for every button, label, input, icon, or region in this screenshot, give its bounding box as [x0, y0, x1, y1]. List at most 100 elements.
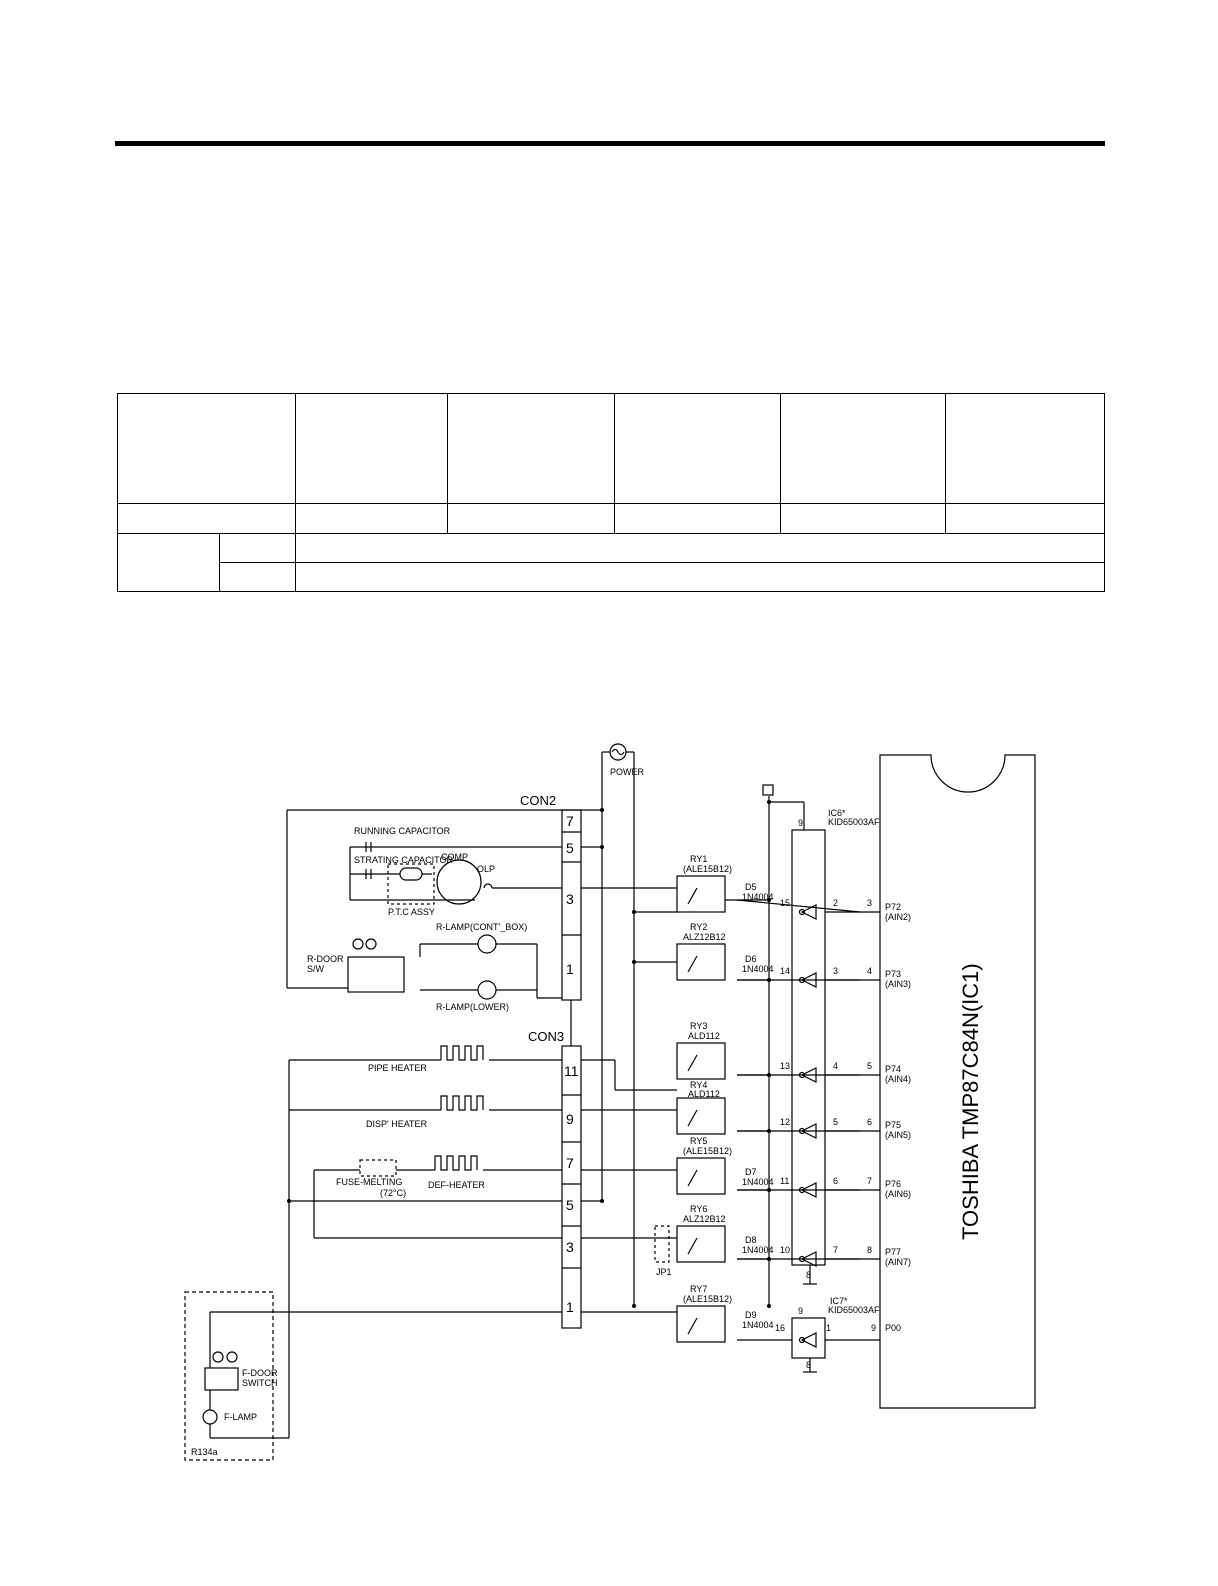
ic-in-pin: 14 — [780, 966, 790, 976]
spec-table-row — [117, 533, 1105, 592]
spec-table-row — [117, 503, 1105, 534]
con2-pin: 5 — [566, 840, 574, 856]
ic-in-pin: 11 — [780, 1176, 789, 1186]
con3-pin: 5 — [566, 1197, 574, 1213]
jp1-label: JP1 — [656, 1267, 672, 1277]
ic-out-pin: 7 — [833, 1245, 838, 1255]
spec-cell — [295, 503, 448, 534]
con3-pin: 11 — [564, 1063, 579, 1079]
port-label: P77 — [885, 1247, 901, 1257]
port-sub-label: (AIN7) — [885, 1257, 911, 1267]
port-label: P72 — [885, 902, 901, 912]
relay-part: ALD112 — [688, 1089, 720, 1099]
diode-part: 1N4004 — [742, 1177, 774, 1187]
mcu-pin: 7 — [867, 1176, 872, 1186]
disp-heater-coil — [440, 1095, 484, 1111]
ic-in-pin: 12 — [780, 1117, 790, 1127]
relay-part: ALZ12B12 — [683, 932, 726, 942]
ic7-body — [791, 1317, 826, 1359]
relay-part: ALD112 — [688, 1031, 720, 1041]
diode-name: D7 — [745, 1167, 757, 1177]
diode-name: D9 — [745, 1310, 757, 1320]
def-heater-label: DEF-HEATER — [428, 1180, 485, 1190]
port-sub-label: (AIN5) — [885, 1130, 911, 1140]
relay-rows — [581, 875, 880, 1348]
r-door-sw-label: S/W — [307, 964, 325, 974]
ic-out-pin: 5 — [833, 1117, 838, 1127]
f-door-box — [184, 1291, 274, 1461]
con3-pin: 9 — [566, 1111, 574, 1127]
ic7-part: KID65003AF — [828, 1305, 880, 1315]
relay-name: RY6 — [690, 1204, 707, 1214]
r-door-switch — [347, 956, 405, 993]
r-lamp-cont-box-label: R-LAMP(CONT'_BOX) — [436, 922, 527, 932]
disp-heater-label: DISP' HEATER — [366, 1119, 428, 1129]
spec-cell — [117, 503, 296, 534]
power-label: POWER — [610, 767, 645, 777]
f-lamp-label: F-LAMP — [224, 1412, 257, 1422]
ic6-body — [791, 829, 826, 1266]
relay-name: RY4 — [690, 1080, 707, 1090]
con3-pin: 3 — [566, 1239, 574, 1255]
mcu-pin: 5 — [867, 1061, 872, 1071]
ic6-pin-top: 9 — [798, 818, 803, 828]
r-door-label: R-DOOR — [307, 954, 344, 964]
spec-header-cell — [447, 393, 615, 504]
port-label: P74 — [885, 1064, 901, 1074]
spec-value-cell — [295, 562, 1105, 592]
ic-out-pin: 2 — [833, 898, 838, 908]
con3-pin: 1 — [566, 1299, 574, 1315]
ic7-pin-bottom: 8 — [806, 1360, 811, 1370]
strating-capacitor-label: STRATING CAPACITOR — [354, 855, 454, 865]
con3-block — [561, 1045, 582, 1329]
spec-header-cell — [117, 393, 296, 504]
ic7-pin-top: 9 — [798, 1306, 803, 1316]
relay-part: (ALE15B12) — [683, 1294, 732, 1304]
r-lamp-lower-label: R-LAMP(LOWER) — [436, 1002, 509, 1012]
spec-cell — [945, 503, 1105, 534]
diode-name: D6 — [745, 954, 757, 964]
f-lamp — [202, 1409, 218, 1425]
spec-cell — [780, 503, 946, 534]
spec-table — [117, 393, 1105, 592]
spec-cell — [447, 503, 615, 534]
ic-out-pin: 6 — [833, 1176, 838, 1186]
compressor — [436, 859, 482, 905]
relay-name: RY1 — [690, 854, 707, 864]
ic-in-pin: 16 — [775, 1323, 785, 1333]
mcu-pin: 4 — [867, 966, 872, 976]
spec-header-cell — [780, 393, 946, 504]
port-sub-label: (AIN4) — [885, 1074, 911, 1084]
mcu-pin: 3 — [867, 898, 872, 908]
pipe-heater-coil — [440, 1045, 484, 1061]
port-label: P73 — [885, 969, 901, 979]
ic-out-pin: 3 — [833, 966, 838, 976]
comp-label: COMP — [441, 852, 468, 862]
con2-pin: 1 — [566, 961, 574, 977]
mcu-pin: 8 — [867, 1245, 872, 1255]
diode-part: 1N4004 — [742, 892, 774, 902]
def-heater-coil — [434, 1155, 478, 1171]
diode-name: D8 — [745, 1235, 757, 1245]
spec-table-row — [118, 562, 1105, 592]
ic6-pin-bottom: 8 — [806, 1270, 811, 1280]
mcu-pin: 6 — [867, 1117, 872, 1127]
relay-part: (ALE15B12) — [683, 1146, 732, 1156]
spec-group-cell — [117, 533, 220, 592]
f-door-switch-label: SWITCH — [242, 1378, 278, 1388]
mcu-body — [879, 754, 1036, 1409]
ic7-name: IC7* — [830, 1296, 848, 1306]
vcc-terminal — [762, 784, 774, 796]
port-label: P00 — [885, 1323, 901, 1333]
relay-name: RY5 — [690, 1136, 707, 1146]
con2-pin: 7 — [566, 813, 574, 829]
ptc-assy-label: P.T.C ASSY — [388, 907, 435, 917]
olp-label: OLP — [477, 864, 495, 874]
running-capacitor-label: RUNNING CAPACITOR — [354, 826, 451, 836]
ic-out-pin: 1 — [826, 1323, 831, 1333]
ic-out-pin: 4 — [833, 1061, 838, 1071]
port-label: P75 — [885, 1120, 901, 1130]
port-sub-label: (AIN6) — [885, 1189, 911, 1199]
port-sub-label: (AIN3) — [885, 979, 911, 989]
